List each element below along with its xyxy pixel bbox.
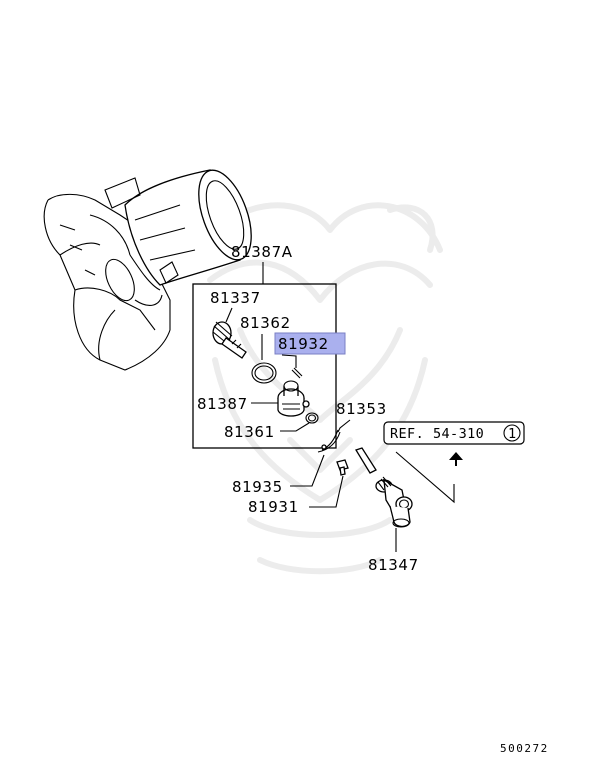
- part-label-81362: 81362: [240, 314, 291, 332]
- ref-circled-number: 1: [508, 426, 517, 442]
- ref-box[interactable]: [383, 421, 525, 445]
- seal-81361: [305, 412, 319, 424]
- part-label-81387: 81387: [197, 395, 248, 413]
- ref-circle: [503, 424, 521, 442]
- diagram-code: 500272: [500, 742, 549, 755]
- part-label-81337: 81337: [210, 289, 261, 307]
- part-label-81932[interactable]: 81932: [278, 335, 329, 353]
- transmission-housing: [43, 169, 252, 371]
- highlight-box-81932[interactable]: [274, 332, 346, 355]
- part-label-81353: 81353: [336, 400, 387, 418]
- ref-leader: [395, 451, 455, 504]
- sleeve-81387: [277, 380, 310, 417]
- assembly-group-frame: [192, 283, 337, 449]
- pin-cylinder: [355, 447, 377, 474]
- part-label-81935: 81935: [232, 478, 283, 496]
- group-label: 81387A: [231, 243, 293, 261]
- pin-81932: [291, 367, 303, 379]
- leader-81935: [290, 454, 325, 487]
- up-arrow-icon: [449, 452, 463, 466]
- part-label-81361: 81361: [224, 423, 275, 441]
- o-ring-81362: [251, 362, 277, 384]
- leader-81337: [225, 307, 233, 323]
- leader-81932: [281, 354, 297, 368]
- adapter-81347: [375, 476, 413, 528]
- leader-81361: [280, 422, 310, 432]
- part-label-81347: 81347: [368, 556, 419, 574]
- leader-81353: [337, 419, 351, 433]
- watermark-emblem: [197, 202, 443, 575]
- bolt-81931: [336, 459, 349, 476]
- clip-81935: [317, 429, 341, 453]
- leader-81931: [309, 475, 344, 508]
- part-label-81931: 81931: [248, 498, 299, 516]
- driven-gear-81337: [212, 321, 247, 359]
- ref-number: 54-310: [433, 426, 484, 442]
- ref-prefix: REF.: [390, 426, 424, 442]
